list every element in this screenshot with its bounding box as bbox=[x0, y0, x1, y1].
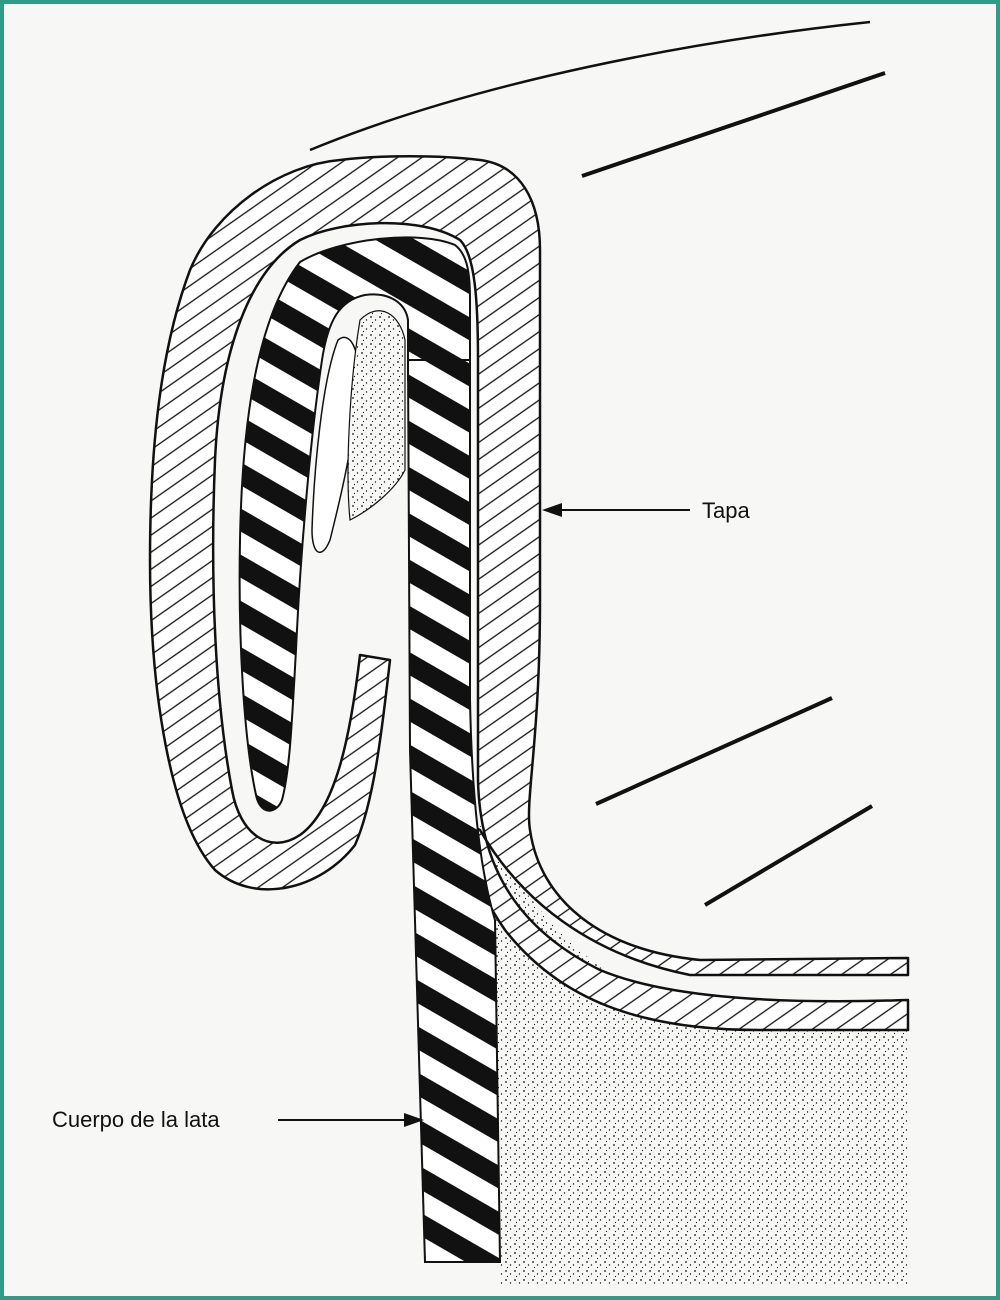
lid-surface-shade-3 bbox=[703, 804, 874, 907]
lid-surface-shade-2 bbox=[595, 696, 833, 806]
lid-surface-shade-1 bbox=[581, 71, 886, 178]
can-body-vertical bbox=[406, 359, 502, 1263]
cuerpo-arrowhead bbox=[404, 1113, 424, 1127]
body-hook bbox=[238, 236, 471, 812]
seam-compound-inner bbox=[347, 310, 406, 521]
lid-top-surface bbox=[309, 20, 871, 152]
label-tapa: Tapa bbox=[702, 498, 750, 523]
tapa-arrowhead bbox=[542, 503, 562, 517]
label-cuerpo-de-la-lata: Cuerpo de la lata bbox=[52, 1107, 220, 1132]
sealing-compound bbox=[480, 820, 908, 1285]
lid-profile bbox=[148, 155, 910, 1032]
